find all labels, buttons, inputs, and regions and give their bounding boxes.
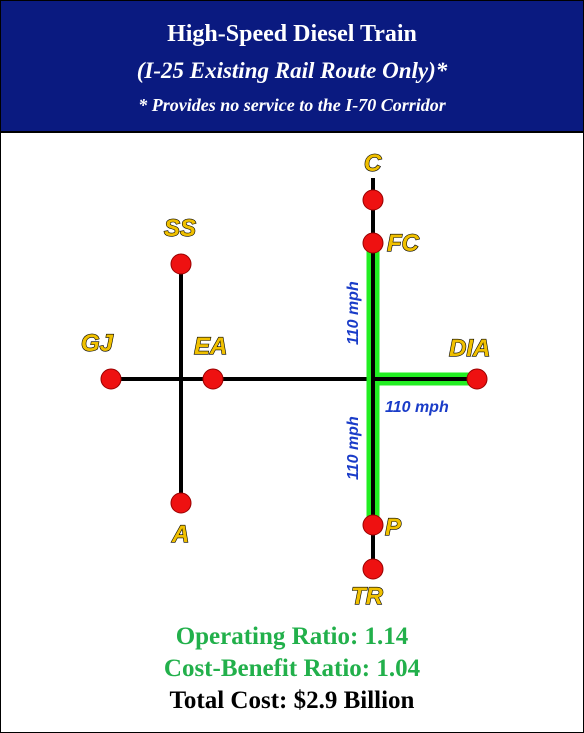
node-p: [362, 514, 384, 536]
label-p: P: [385, 514, 402, 541]
label-dia: DIA: [449, 335, 490, 362]
label-ss: SS: [164, 215, 196, 242]
node-ea: [202, 368, 224, 390]
page-note: * Provides no service to the I-70 Corrid…: [138, 95, 446, 115]
label-c: C: [364, 150, 382, 177]
total-cost: Total Cost: $2.9 Billion: [169, 687, 415, 714]
node-dia: [466, 368, 488, 390]
node-gj: [100, 368, 122, 390]
operating-ratio: Operating Ratio: 1.14: [175, 623, 409, 650]
node-fc: [362, 232, 384, 254]
node-c: [362, 189, 384, 211]
label-a: A: [171, 521, 189, 548]
label-ea: EA: [194, 333, 227, 360]
rail-network-diagram: C FC SS GJ EA DIA A P TR 110 mph 110 mph…: [80, 149, 491, 610]
cost-benefit-ratio: Cost-Benefit Ratio: 1.04: [163, 655, 421, 682]
label-fc: FC: [387, 230, 420, 257]
node-ss: [170, 253, 192, 275]
speed-label-south: 110 mph: [345, 416, 362, 480]
label-gj: GJ: [81, 330, 114, 357]
header-banner: High-Speed Diesel Train (I-25 Existing R…: [1, 1, 583, 133]
label-tr: TR: [351, 583, 384, 610]
page-title: High-Speed Diesel Train: [167, 21, 417, 47]
speed-label-east: 110 mph: [385, 399, 449, 416]
speed-label-north: 110 mph: [345, 281, 362, 345]
node-a: [170, 492, 192, 514]
summary-panel: Operating Ratio: 1.14 Cost-Benefit Ratio…: [1, 621, 583, 717]
page-subtitle: (I-25 Existing Rail Route Only)*: [136, 58, 448, 83]
node-tr: [362, 558, 384, 580]
